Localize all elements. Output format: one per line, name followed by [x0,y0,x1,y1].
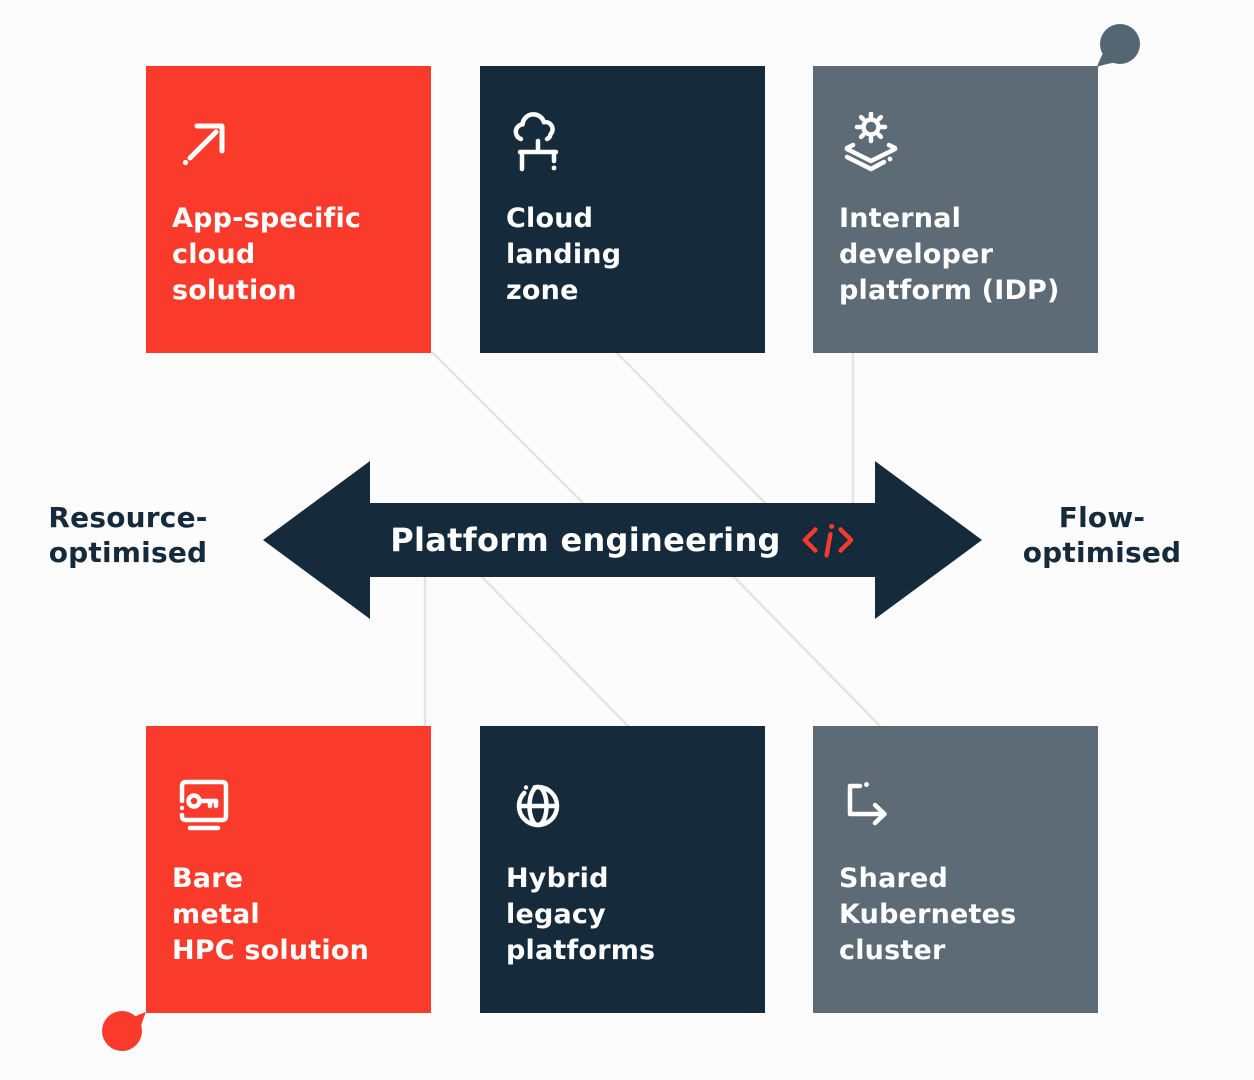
connector-bottom-mid [480,575,630,728]
connector-top-mid [615,351,767,505]
flow-optimised-line1: Flow- [1058,501,1146,534]
box-title-line: Internal [839,203,962,234]
platform-engineering-text: Platform engineering [390,521,781,559]
box-title-line: platform (IDP) [839,275,1060,306]
box-cloud-landing-zone: Cloud landing zone [480,66,765,353]
redirect-arrow-icon [847,782,887,826]
arrow-up-right-icon [182,123,225,166]
resource-optimised-label: Resource- optimised [22,500,234,570]
box-title: Bare metal HPC solution [172,861,405,969]
box-bare-metal-hpc-solution: Bare metal HPC solution [146,726,431,1013]
box-title: Cloud landing zone [506,201,739,309]
box-title-line: legacy [506,899,606,930]
box-hybrid-legacy-platforms: Hybrid legacy platforms [480,726,765,1013]
key-card-icon [179,779,229,831]
box-title-line: HPC solution [172,935,370,966]
box-title-line: metal [172,899,260,930]
box-title: Internal developer platform (IDP) [839,201,1072,309]
box-title: Hybrid legacy platforms [506,861,739,969]
box-title-line: landing [506,239,622,270]
connector-bottom-right [732,575,882,728]
box-title-line: Hybrid [506,863,609,894]
box-title: Shared Kubernetes cluster [839,861,1072,969]
globe-icon [516,784,560,828]
double-arrow-shape [263,461,982,619]
resource-optimised-line1: Resource- [48,501,208,534]
box-title-line: developer [839,239,994,270]
gear-layers-icon [844,112,898,172]
box-title-line: cloud [172,239,256,270]
flow-optimised-line2: optimised [1022,536,1182,569]
box-app-specific-cloud-solution: App-specific cloud solution [146,66,431,353]
resource-optimised-line2: optimised [48,536,208,569]
cloud-landing-icon [513,112,559,172]
box-title-line: Cloud [506,203,594,234]
platform-engineering-label: Platform engineering [370,502,875,578]
box-title: App-specific cloud solution [172,201,405,309]
flow-optimised-label: Flow- optimised [996,500,1208,570]
box-title-line: cluster [839,935,946,966]
box-internal-developer-platform: Internal developer platform (IDP) [813,66,1098,353]
box-title-line: Shared [839,863,949,894]
connector-lines [423,351,882,728]
connector-top-left [431,351,585,505]
box-title-line: solution [172,275,297,306]
box-title-line: App-specific [172,203,362,234]
box-title-line: platforms [506,935,656,966]
box-title-line: Kubernetes [839,899,1017,930]
red-balloon [102,1011,146,1051]
slate-balloon [1097,24,1140,67]
box-title-line: zone [506,275,579,306]
code-icon [802,523,854,558]
box-title-line: Bare [172,863,244,894]
box-shared-kubernetes-cluster: Shared Kubernetes cluster [813,726,1098,1013]
